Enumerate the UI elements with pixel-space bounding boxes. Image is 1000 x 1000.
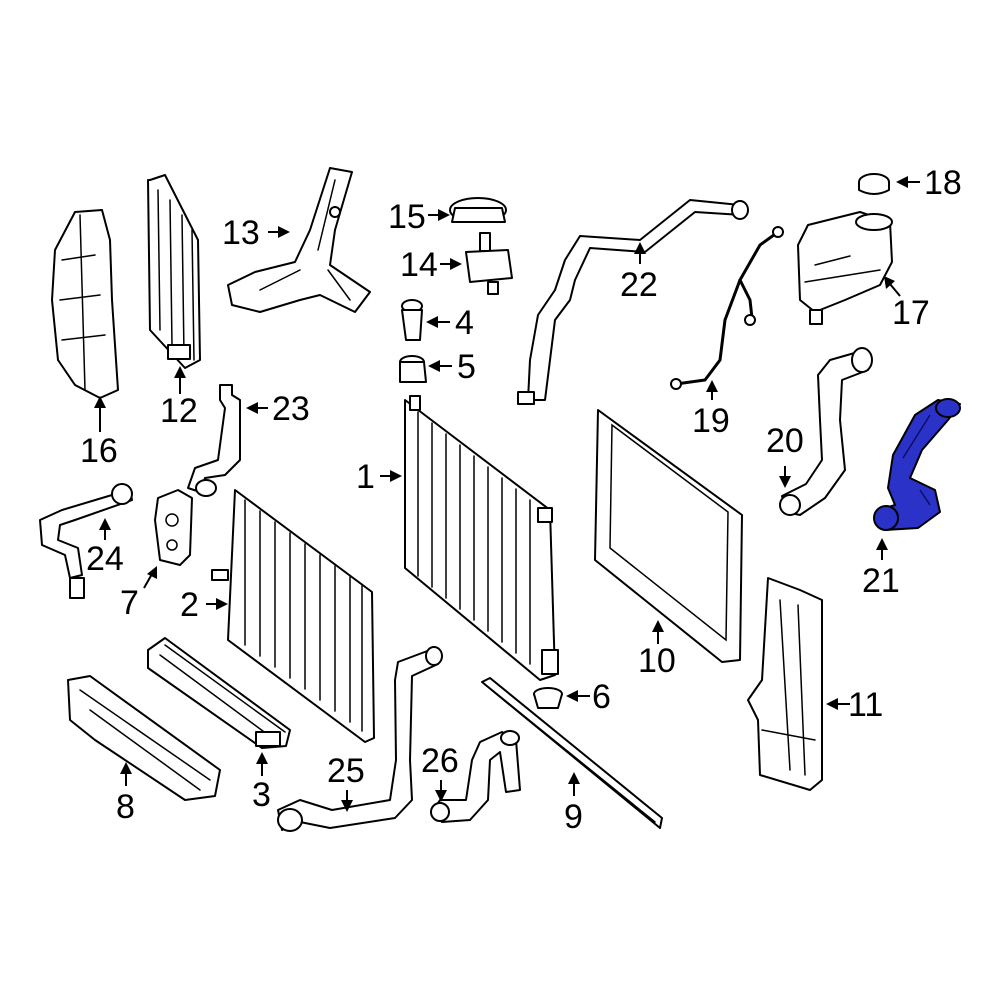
leader-22	[634, 242, 646, 264]
leader-15	[428, 209, 450, 221]
part-21-hose-highlighted[interactable]	[873, 398, 961, 531]
leader-10	[652, 620, 664, 644]
callout-4: 4	[455, 304, 474, 342]
part-18-cap[interactable]	[858, 173, 890, 195]
part-2-condenser[interactable]	[211, 489, 375, 743]
callout-16: 16	[80, 432, 118, 470]
part-24-hose[interactable]	[39, 483, 133, 599]
leader-7	[143, 566, 157, 589]
part-8-guide[interactable]	[67, 675, 221, 801]
callout-25: 25	[327, 752, 365, 790]
leader-5	[428, 360, 452, 372]
callout-10: 10	[638, 642, 676, 680]
callout-22: 22	[620, 266, 658, 304]
leader-17	[884, 276, 901, 297]
part-14-valve[interactable]	[465, 232, 513, 295]
leader-9	[568, 772, 580, 796]
part-23-hose[interactable]	[187, 384, 241, 497]
part-10-frame[interactable]	[594, 409, 743, 663]
callout-18: 18	[924, 164, 962, 202]
part-22-hose[interactable]	[517, 199, 749, 405]
callout-3: 3	[252, 776, 271, 814]
callout-14: 14	[400, 246, 438, 284]
callout-24: 24	[86, 540, 124, 578]
part-20-hose[interactable]	[779, 347, 873, 516]
part-6-plug[interactable]	[533, 687, 563, 709]
leader-4	[426, 316, 450, 328]
leader-1	[380, 470, 402, 482]
callout-8: 8	[116, 788, 135, 826]
leader-14	[440, 258, 462, 270]
callout-15: 15	[388, 198, 426, 236]
callout-7: 7	[120, 584, 139, 622]
leader-11	[826, 698, 850, 710]
part-12-cooler[interactable]	[147, 174, 201, 369]
callout-13: 13	[222, 214, 260, 252]
leader-18	[896, 176, 920, 188]
callout-19: 19	[692, 402, 730, 440]
leader-13	[268, 226, 290, 238]
part-19-line[interactable]	[670, 226, 784, 390]
callout-6: 6	[592, 678, 611, 716]
part-17-tank[interactable]	[797, 211, 893, 325]
leader-19	[706, 380, 718, 400]
leader-16	[94, 396, 106, 432]
callout-5: 5	[457, 348, 476, 386]
leader-26	[435, 780, 447, 802]
part-7-bracket[interactable]	[154, 489, 193, 566]
leader-2	[206, 598, 228, 610]
callout-2: 2	[180, 586, 199, 624]
part-13-bracket[interactable]	[227, 167, 371, 313]
leader-21	[876, 538, 888, 560]
leader-12	[174, 366, 186, 394]
callout-17: 17	[892, 294, 930, 332]
callout-23: 23	[272, 390, 310, 428]
leader-25	[341, 790, 353, 812]
leader-3	[256, 752, 268, 776]
leader-8	[120, 762, 132, 786]
part-11-guide[interactable]	[747, 577, 823, 791]
part-16-shroud[interactable]	[51, 209, 119, 399]
part-4-clip[interactable]	[401, 299, 423, 341]
part-1-radiator[interactable]	[404, 395, 559, 681]
callout-11: 11	[848, 686, 883, 724]
part-3-cooler[interactable]	[147, 637, 291, 749]
leader-6	[566, 690, 590, 702]
leader-23	[246, 402, 268, 414]
callout-21: 21	[862, 562, 900, 600]
part-9-strip[interactable]	[481, 677, 663, 829]
part-5-mount[interactable]	[399, 355, 427, 383]
callout-12: 12	[160, 392, 198, 430]
callout-1: 1	[356, 458, 375, 496]
part-25-hose[interactable]	[277, 646, 443, 832]
callout-20: 20	[766, 422, 804, 460]
part-26-hose[interactable]	[430, 730, 521, 823]
callout-26: 26	[421, 742, 459, 780]
part-15-seal[interactable]	[449, 197, 507, 223]
leader-20	[779, 466, 791, 488]
callout-9: 9	[564, 798, 583, 836]
leader-24	[99, 518, 111, 540]
